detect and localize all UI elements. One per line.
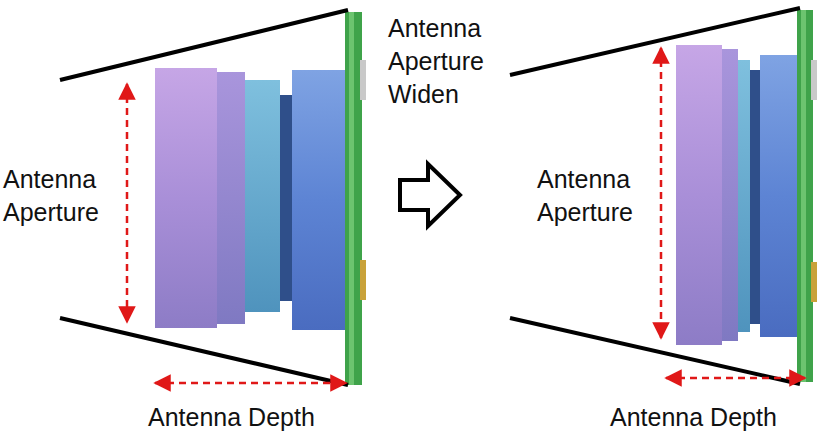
right-antenna <box>510 8 817 384</box>
dimension-arrow <box>155 382 346 385</box>
dimension-arrow <box>660 48 663 338</box>
dimension-label: Antenna Aperture <box>537 163 655 229</box>
horn-wall <box>510 8 800 75</box>
dimension-label: Antenna Aperture <box>3 163 121 229</box>
pcb <box>797 10 813 382</box>
left-antenna <box>60 10 366 385</box>
pcb <box>345 12 362 385</box>
lens <box>155 68 217 328</box>
horn-wall <box>60 318 348 385</box>
lens-holder <box>292 70 345 330</box>
dimension-label: Antenna Depth <box>610 401 777 434</box>
dimension-arrow <box>126 84 129 322</box>
horn-wall <box>60 10 348 80</box>
lens <box>676 45 722 345</box>
lens-holder <box>760 55 797 337</box>
dimension-arrow <box>666 377 805 380</box>
note-label: Antenna Aperture Widen <box>388 12 506 111</box>
horn-wall <box>510 318 800 384</box>
dimension-label: Antenna Depth <box>148 401 315 434</box>
transition-arrow <box>400 164 460 226</box>
